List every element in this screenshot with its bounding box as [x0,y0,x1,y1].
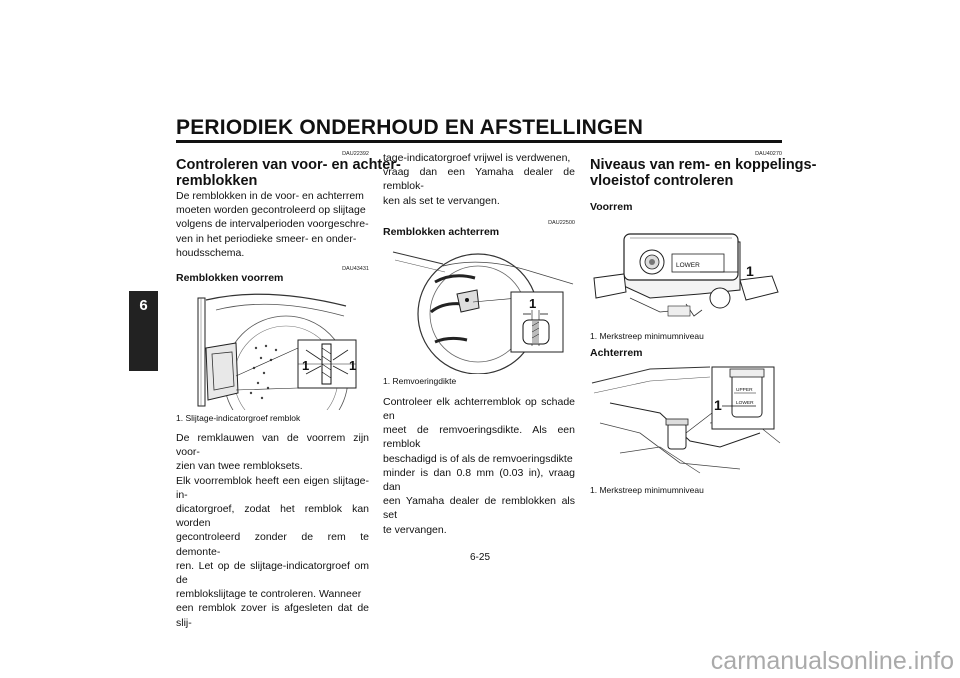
column-3: DAU40270 Niveaus van rem- en koppelings-… [590,151,817,495]
heading-line: remblokken [176,173,258,189]
text-line: dicatorgroef, zodat het remblok kan word… [176,503,369,530]
level-window-text: LOWER [676,262,700,269]
figure-caption: 1. Remvoeringdikte [383,375,457,386]
figure-label: 1 [746,263,754,279]
level-mark-upper: UPPER [736,387,753,393]
section-code: DAU43431 [342,266,369,273]
text-line: meet de remvoeringsdikte. Als een remblo… [383,424,575,451]
front-brake-figure: 1 1 [197,293,357,411]
text-line: tage-indicatorgroef vrijwel is verdwenen… [383,152,571,164]
section-heading: Controleren van voor- en achter- remblok… [176,157,401,189]
text-line: vraag dan een Yamaha dealer de remblok- [383,166,575,193]
text-line: Controleer elk achterremblok op schade e… [383,395,575,423]
text-line: beschadigd is of als de remvoeringsdikte [383,452,573,465]
chapter-tab: 6 [129,291,158,371]
section-code: DAU40270 [755,151,782,157]
title-rule [176,140,782,143]
rear-reservoir-figure: UPPER LOWER 1 [591,366,781,474]
text-line: moeten worden gecontroleerd op slijtage [176,204,366,217]
text-line: een remblok zover is afgesleten dat de s… [176,602,369,629]
continued-paragraph: tage-indicatorgroef vrijwel is verdwenen… [383,151,575,208]
watermark: carmanualsonline.info [710,647,954,675]
section-code: DAU22392 [342,151,369,157]
figure-caption: 1. Merkstreep minimumniveau [590,485,704,495]
subheading: Achterrem [590,347,643,359]
section-code: DAU22500 [548,219,575,226]
figure-label: 1 [714,397,722,413]
column-2: tage-indicatorgroef vrijwel is verdwenen… [383,151,575,537]
figure-label: 1 [349,358,356,373]
chapter-number: 6 [139,297,148,314]
text-line: te vervangen. [383,523,447,536]
rear-brake-paragraph: Controleer elk achterremblok op schade e… [383,395,575,537]
text-line: ken als set te vervangen. [383,194,500,207]
figure-caption: 1. Merkstreep minimumniveau [590,331,704,341]
level-mark-lower: LOWER [736,400,754,406]
subheading: Remblokken voorrem [176,272,284,285]
subheading: Voorrem [590,201,633,213]
intro-paragraph: De remblokken in de voor- en achterrem m… [176,189,369,260]
text-line: volgens de intervalperioden voorgeschre- [176,218,369,231]
figure-label: 1 [529,296,536,311]
column-1: DAU22392 Controleren van voor- en achter… [176,151,401,630]
text-line: gecontroleerd zonder de rem te demonte- [176,531,369,558]
text-line: ren. Let op de slijtage-indicatorgroef o… [176,559,369,587]
front-brake-paragraph: De remklauwen van de voorrem zijn voor- … [176,431,369,630]
text-line: Elk voorremblok heeft een eigen slijtage… [176,474,369,501]
text-line: remblokslijtage te controleren. Wanneer [176,588,362,601]
text-line: houdsschema. [176,246,245,259]
figure-caption: 1. Slijtage-indicatorgroef remblok [176,413,301,424]
text-line: een Yamaha dealer de remblokken als set [383,495,575,522]
page-title: PERIODIEK ONDERHOUD EN AFSTELLINGEN [176,116,644,139]
rear-brake-figure: 1 [392,251,574,374]
text-line: minder is dan 0.8 mm (0.03 in), vraag da… [383,466,575,494]
text-line: ven in het periodieke smeer- en onder- [176,232,357,245]
text-line: zien van twee rembloksets. [176,460,303,473]
subheading: Remblokken achterrem [383,225,500,238]
front-reservoir-figure: LOWER 1 [593,233,779,317]
heading-line: vloeistof controleren [590,173,734,189]
heading-line: Niveaus van rem- en koppelings- [590,157,817,173]
section-heading: Niveaus van rem- en koppelings- vloeisto… [590,157,817,189]
text-line: De remklauwen van de voorrem zijn voor- [176,432,369,459]
page-number: 6-25 [469,552,490,563]
figure-label: 1 [302,358,309,373]
text-line: De remblokken in de voor- en achterrem [176,190,364,202]
heading-line: Controleren van voor- en achter- [176,157,401,173]
